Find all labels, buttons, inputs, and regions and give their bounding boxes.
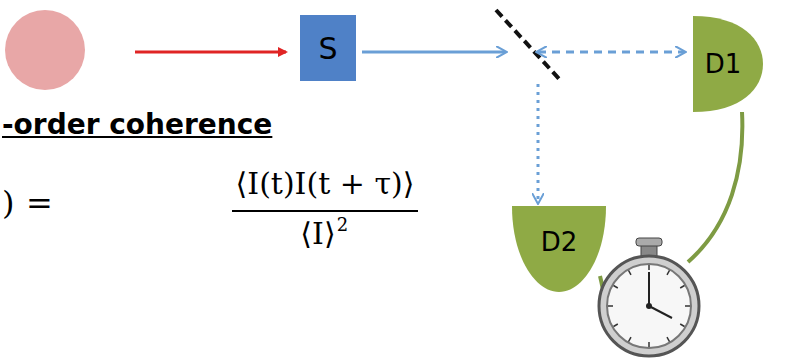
light-source: [5, 10, 85, 90]
fraction-bar: [232, 210, 418, 212]
formula-exponent: 2: [337, 214, 348, 235]
formula-numerator: ⟨I(t)I(t + τ)⟩: [236, 166, 415, 201]
stopwatch: [599, 238, 699, 356]
formula-part: =: [26, 184, 53, 222]
detector: D2: [512, 206, 606, 292]
node-label: D2: [541, 227, 578, 257]
cable: [688, 112, 742, 262]
node-label: D1: [705, 49, 742, 79]
beam-splitter: [496, 10, 562, 82]
formula-part: ): [2, 184, 14, 222]
transmitted-beam: [538, 51, 684, 54]
node-label: S: [318, 31, 337, 66]
formula-denominator: ⟨I⟩: [300, 216, 335, 251]
heading: -order coherence: [2, 108, 272, 141]
source-box: S: [300, 15, 356, 81]
reflected-beam: [537, 84, 540, 202]
beam-arrow: [362, 51, 505, 54]
pump-arrow: [135, 51, 286, 54]
detector: D1: [693, 16, 763, 112]
